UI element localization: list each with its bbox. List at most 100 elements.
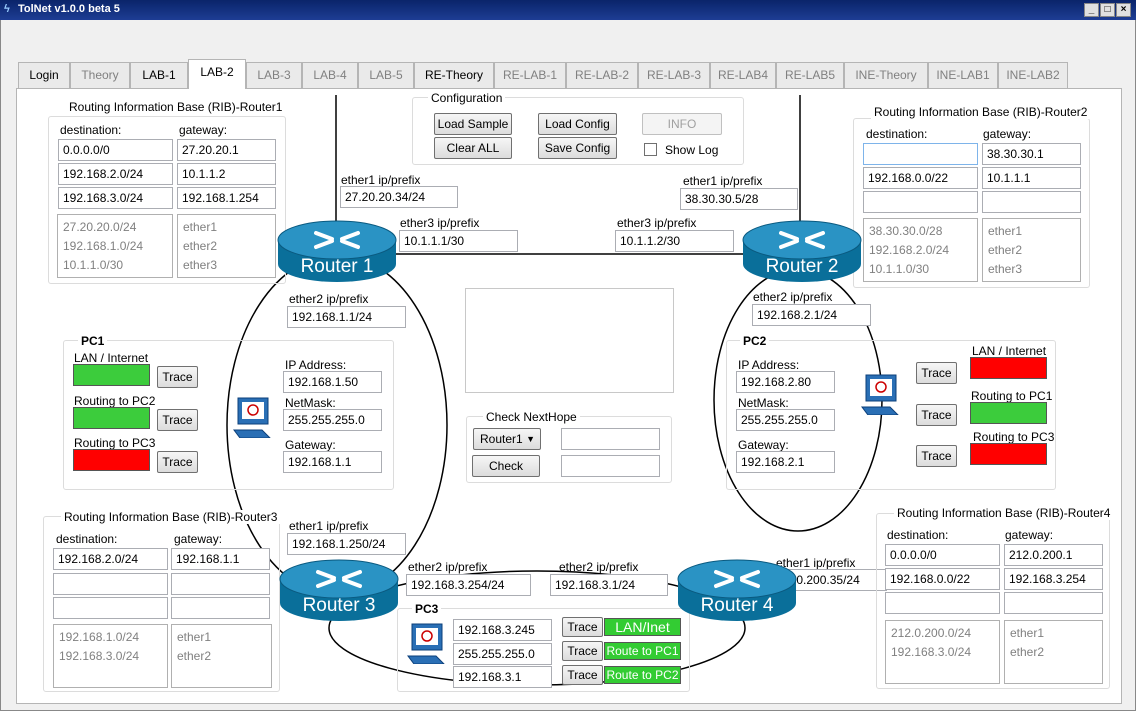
tab-re-lab-3[interactable]: RE-LAB-3 bbox=[638, 62, 710, 88]
pc3-route1-trace-button[interactable]: Trace bbox=[562, 641, 603, 661]
router2[interactable]: Router 2 bbox=[741, 218, 863, 284]
rib-router2-gw-3[interactable] bbox=[982, 191, 1081, 213]
pc3-lan-trace-button[interactable]: Trace bbox=[562, 617, 603, 637]
pc1-lan-trace-button[interactable]: Trace bbox=[157, 366, 198, 388]
rib-router2-gw-1[interactable]: 38.30.30.1 bbox=[982, 143, 1081, 165]
pc2-mask-input[interactable]: 255.255.255.0 bbox=[736, 409, 835, 431]
rib-router4-gw-1[interactable]: 212.0.200.1 bbox=[1004, 544, 1103, 566]
maximize-button[interactable]: □ bbox=[1100, 3, 1115, 17]
tab-lab-4[interactable]: LAB-4 bbox=[302, 62, 358, 88]
pc1-computer-icon bbox=[233, 397, 271, 438]
rib-router2-dest-2[interactable]: 192.168.0.0/22 bbox=[863, 167, 978, 189]
rib-router1-dest-1[interactable]: 0.0.0.0/0 bbox=[58, 139, 173, 161]
conn-dest: 212.0.200.0/24 bbox=[891, 626, 972, 640]
conn-dest: 27.20.20.0/24 bbox=[63, 220, 137, 234]
rib-router4-dest-1[interactable]: 0.0.0.0/0 bbox=[885, 544, 1000, 566]
pc1-gw-input[interactable]: 192.168.1.1 bbox=[283, 451, 382, 473]
load-sample-button[interactable]: Load Sample bbox=[434, 113, 512, 135]
save-config-button[interactable]: Save Config bbox=[538, 137, 617, 159]
rib-router3-gw-2[interactable] bbox=[171, 573, 270, 595]
rib-router3-dest-3[interactable] bbox=[53, 597, 168, 619]
router2-name: Router 2 bbox=[765, 256, 839, 277]
router-select[interactable]: Router1 ▼ bbox=[473, 428, 541, 450]
tab-re-lab5[interactable]: RE-LAB5 bbox=[776, 62, 844, 88]
conn-if: ether1 bbox=[177, 630, 212, 644]
check-button[interactable]: Check bbox=[472, 455, 540, 477]
router4[interactable]: Router 4 bbox=[676, 557, 798, 623]
rib-router1-gw-2[interactable]: 10.1.1.2 bbox=[177, 163, 276, 185]
rib-router3-dest-1[interactable]: 192.168.2.0/24 bbox=[53, 548, 168, 570]
router4-ether2-input[interactable]: 192.168.3.1/24 bbox=[550, 574, 668, 596]
router1-ether2-input[interactable]: 192.168.1.1/24 bbox=[287, 306, 406, 328]
router1-ether2-label: ether2 ip/prefix bbox=[289, 292, 369, 306]
close-button[interactable]: × bbox=[1116, 3, 1131, 17]
pc3-gw-input[interactable]: 192.168.3.1 bbox=[453, 666, 552, 688]
tab-lab-5[interactable]: LAB-5 bbox=[358, 62, 414, 88]
tab-re-lab-2[interactable]: RE-LAB-2 bbox=[566, 62, 638, 88]
rib-router1-gw-1[interactable]: 27.20.20.1 bbox=[177, 139, 276, 161]
tab-re-lab-1[interactable]: RE-LAB-1 bbox=[494, 62, 566, 88]
pc3-route1-indicator: Route to PC1 bbox=[604, 642, 681, 660]
router2-ether1-input[interactable]: 38.30.30.5/28 bbox=[680, 188, 798, 210]
info-button[interactable]: INFO bbox=[642, 113, 722, 135]
router2-ether2-input[interactable]: 192.168.2.1/24 bbox=[752, 304, 871, 326]
pc3-route2-trace-button[interactable]: Trace bbox=[562, 665, 603, 685]
conn-if: ether3 bbox=[988, 262, 1023, 276]
pc1-route2-label: Routing to PC3 bbox=[74, 436, 156, 450]
tab-login[interactable]: Login bbox=[18, 62, 70, 88]
conn-if: ether2 bbox=[1010, 645, 1045, 659]
router3-ether2-input[interactable]: 192.168.3.254/24 bbox=[406, 574, 531, 596]
rib-router4-dest-2[interactable]: 192.168.0.0/22 bbox=[885, 568, 1000, 590]
router1-ether3-label: ether3 ip/prefix bbox=[400, 216, 480, 230]
title-bar: ϟ TolNet v1.0.0 beta 5 _ □ × bbox=[0, 0, 1136, 20]
show-log-checkbox[interactable] bbox=[644, 143, 657, 156]
tab-theory[interactable]: Theory bbox=[70, 62, 130, 88]
rib-router3-title: Routing Information Base (RIB)-Router3 bbox=[61, 510, 281, 524]
pc2-lan-trace-button[interactable]: Trace bbox=[916, 362, 957, 384]
rib-router2-connected-if: ether1 ether2 ether3 bbox=[982, 218, 1081, 282]
rib-router1-gw-3[interactable]: 192.168.1.254 bbox=[177, 187, 276, 209]
rib-router3-gw-3[interactable] bbox=[171, 597, 270, 619]
pc1-route1-trace-button[interactable]: Trace bbox=[157, 409, 198, 431]
tab-re-lab4[interactable]: RE-LAB4 bbox=[710, 62, 776, 88]
pc2-route1-label: Routing to PC1 bbox=[971, 389, 1053, 403]
router3[interactable]: Router 3 bbox=[278, 557, 400, 623]
pc3-mask-input[interactable]: 255.255.255.0 bbox=[453, 643, 552, 665]
pc1-mask-input[interactable]: 255.255.255.0 bbox=[283, 409, 382, 431]
router1[interactable]: Router 1 bbox=[276, 218, 398, 284]
router1-ether3-input[interactable]: 10.1.1.1/30 bbox=[399, 230, 518, 252]
rib-router1-dest-2[interactable]: 192.168.2.0/24 bbox=[58, 163, 173, 185]
pc2-title: PC2 bbox=[740, 334, 770, 348]
pc2-route2-trace-button[interactable]: Trace bbox=[916, 445, 957, 467]
router1-ether1-input[interactable]: 27.20.20.34/24 bbox=[340, 186, 458, 208]
tab-re-theory[interactable]: RE-Theory bbox=[414, 62, 494, 88]
pc1-route2-trace-button[interactable]: Trace bbox=[157, 451, 198, 473]
tab-ine-lab1[interactable]: INE-LAB1 bbox=[928, 62, 998, 88]
router3-ether1-input[interactable]: 192.168.1.250/24 bbox=[287, 533, 406, 555]
rib-router1-dest-3[interactable]: 192.168.3.0/24 bbox=[58, 187, 173, 209]
tab-lab-2[interactable]: LAB-2 bbox=[188, 59, 246, 89]
rib-router4-gw-3[interactable] bbox=[1004, 592, 1103, 614]
pc3-ip-input[interactable]: 192.168.3.245 bbox=[453, 619, 552, 641]
tab-lab-1[interactable]: LAB-1 bbox=[130, 62, 188, 88]
rib-router2-dest-3[interactable] bbox=[863, 191, 978, 213]
pc1-ip-input[interactable]: 192.168.1.50 bbox=[283, 371, 382, 393]
pc2-gw-input[interactable]: 192.168.2.1 bbox=[736, 451, 835, 473]
rib-router2-dest-1[interactable] bbox=[863, 143, 978, 165]
rib-router3-gw-1[interactable]: 192.168.1.1 bbox=[171, 548, 270, 570]
pc2-ip-input[interactable]: 192.168.2.80 bbox=[736, 371, 835, 393]
load-config-button[interactable]: Load Config bbox=[538, 113, 617, 135]
rib-router4-dest-3[interactable] bbox=[885, 592, 1000, 614]
clear-all-button[interactable]: Clear ALL bbox=[434, 137, 512, 159]
rib-router4-gw-2[interactable]: 192.168.3.254 bbox=[1004, 568, 1103, 590]
tab-lab-3[interactable]: LAB-3 bbox=[246, 62, 302, 88]
minimize-button[interactable]: _ bbox=[1084, 3, 1099, 17]
tab-ine-lab2[interactable]: INE-LAB2 bbox=[998, 62, 1068, 88]
tab-ine-theory[interactable]: INE-Theory bbox=[844, 62, 928, 88]
pc2-route1-trace-button[interactable]: Trace bbox=[916, 404, 957, 426]
rib-router2-gw-2[interactable]: 10.1.1.1 bbox=[982, 167, 1081, 189]
router2-ether2-label: ether2 ip/prefix bbox=[753, 290, 833, 304]
rib-router3-gw-label: gateway: bbox=[174, 532, 223, 546]
rib-router3-dest-2[interactable] bbox=[53, 573, 168, 595]
router2-ether3-input[interactable]: 10.1.1.2/30 bbox=[615, 230, 734, 252]
